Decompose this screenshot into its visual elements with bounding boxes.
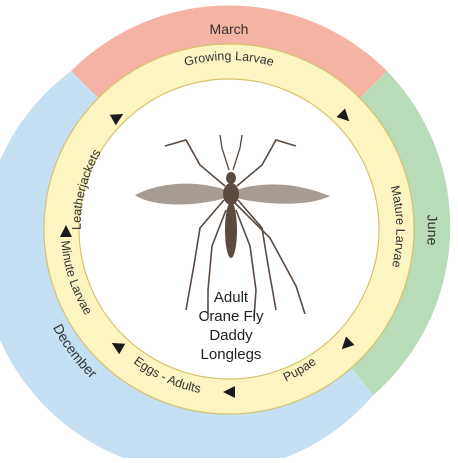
season-label-march: March — [210, 21, 249, 37]
center-label-line-3: Daddy — [209, 327, 253, 344]
center-label-line-4: Longlegs — [201, 346, 262, 363]
season-label-june-wrap: June — [424, 214, 441, 246]
center-label-line-2: Crane Fly — [198, 308, 264, 325]
season-label-june: June — [424, 214, 441, 246]
center-label-line-1: Adult — [214, 289, 249, 306]
